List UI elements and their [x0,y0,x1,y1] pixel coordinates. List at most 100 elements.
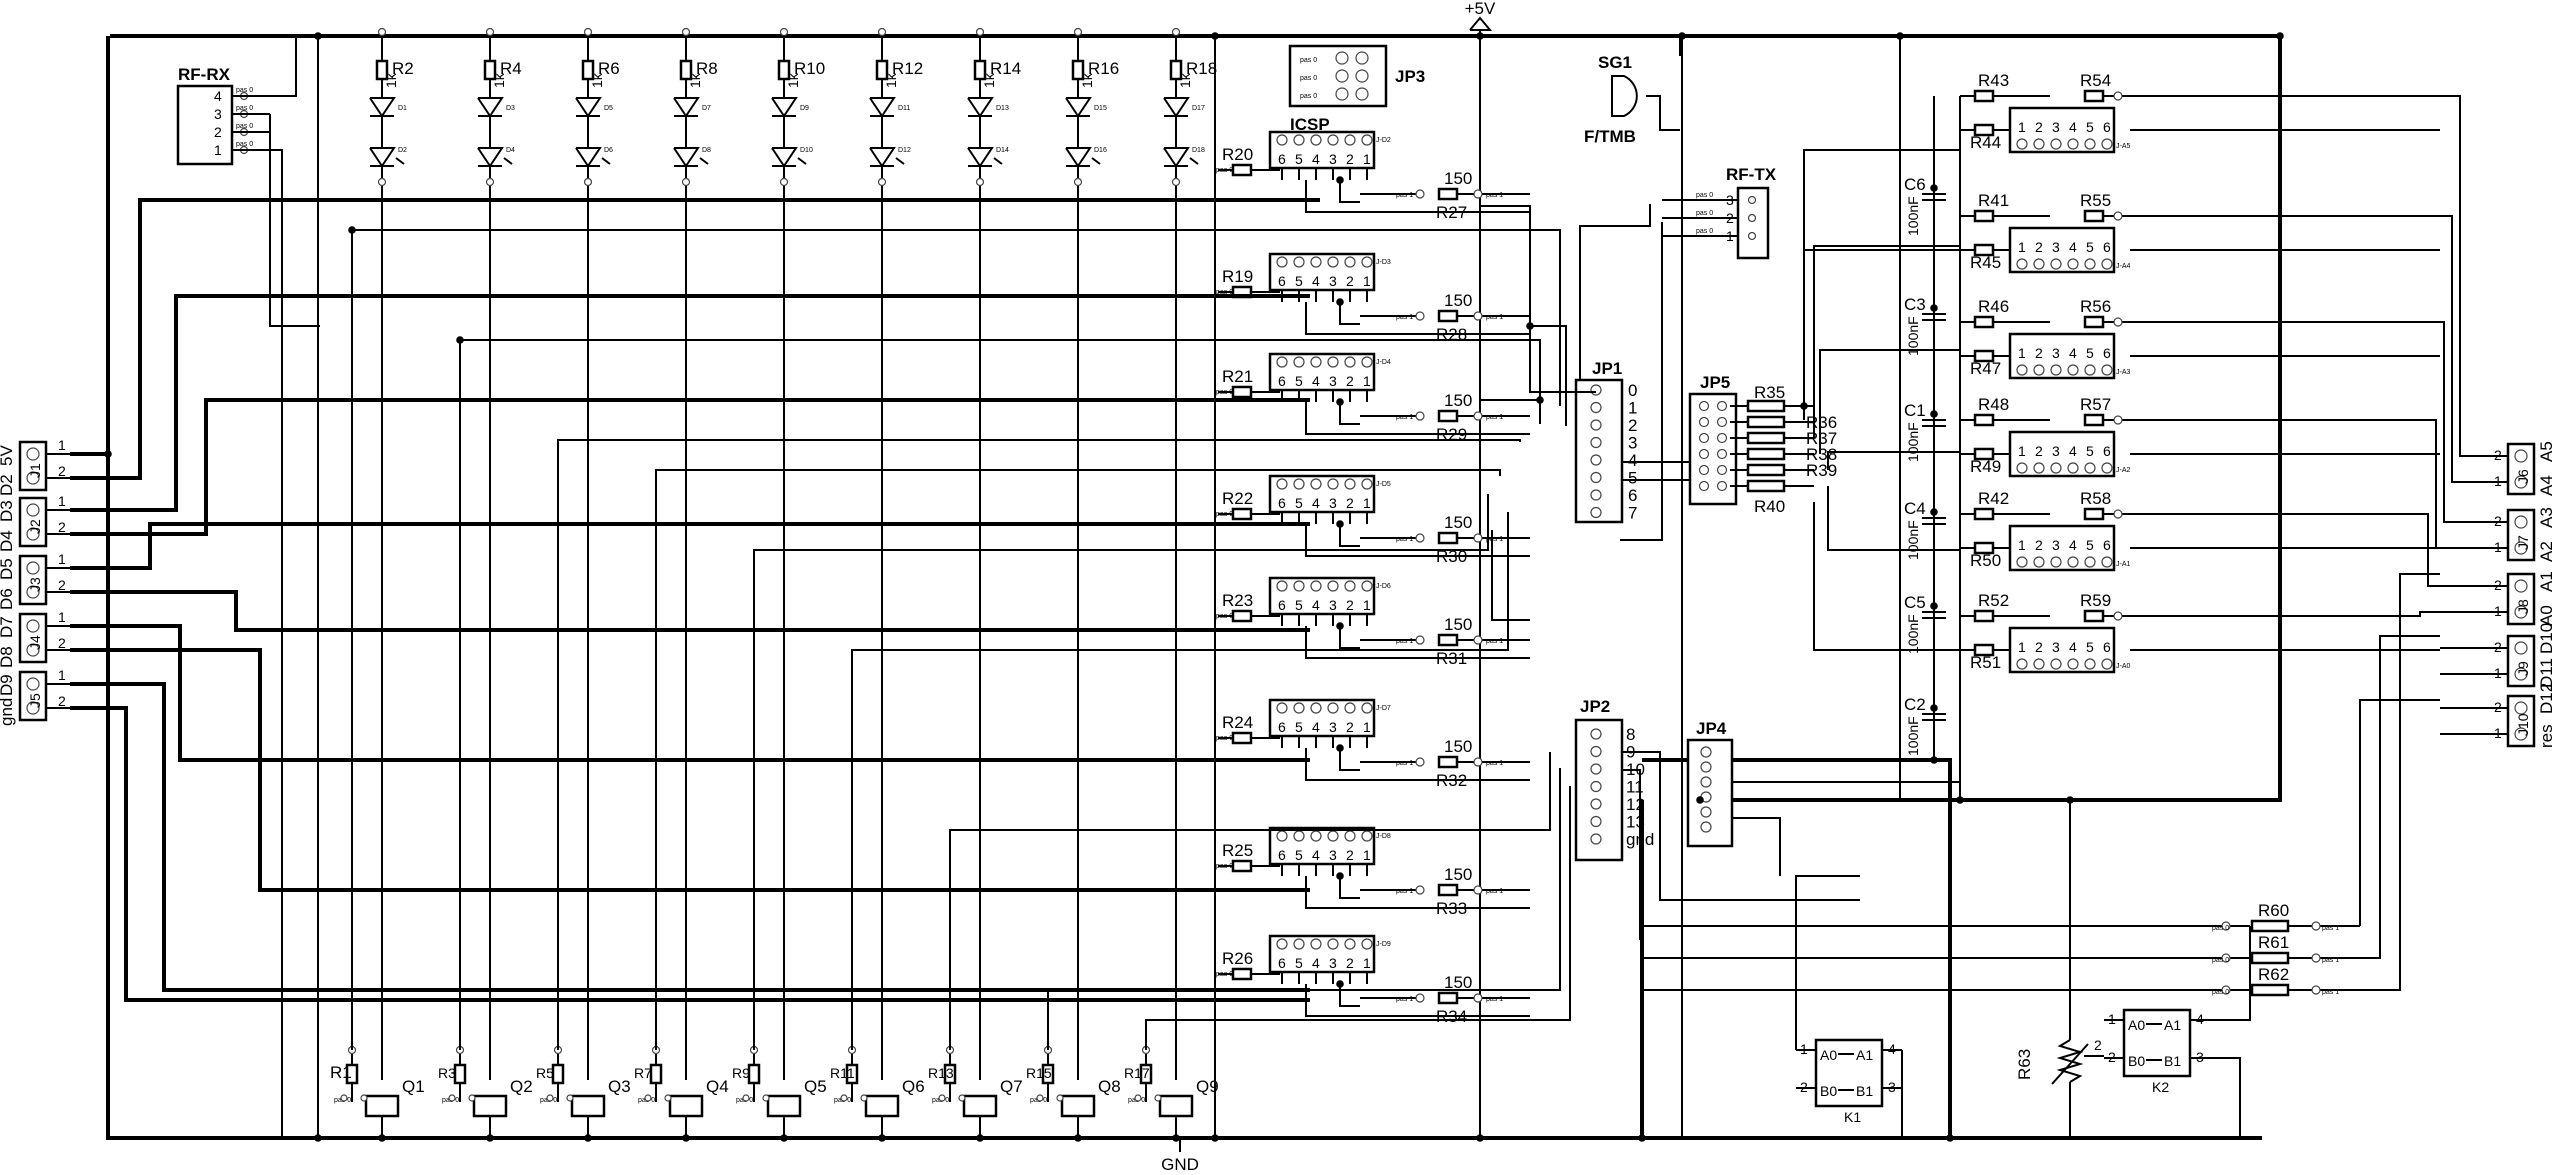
pad [1276,702,1288,714]
wire [1339,402,1360,425]
resistor-label: R49 [1970,457,2001,476]
jp2-pin-label: 12 [1626,795,1645,814]
pad [2221,921,2231,931]
diode-label: D8 [702,147,711,154]
wire [1795,875,1860,1050]
pad [1415,533,1425,543]
pad [2050,258,2062,270]
gate-resistor-label: R15 [1026,1065,1052,1081]
jp1-pin-label: 5 [1628,469,1637,488]
pad [1276,580,1288,592]
pad [2514,515,2528,529]
pad [360,1094,368,1102]
junction-dot [1336,622,1344,630]
pad [1415,635,1425,645]
resistor-label: R35 [1754,383,1785,402]
header-id: J-A4 [2116,263,2131,270]
jp3-label: JP3 [1395,67,1425,86]
header-pin-number: 6 [1278,955,1286,971]
pad [1590,454,1602,466]
pad [1590,815,1602,828]
resistor-label: R19 [1222,267,1253,286]
pad [1276,830,1288,842]
pad [2016,658,2028,670]
right-jack-top-label: A5 [2537,441,2556,462]
resistor-r59 [2083,609,2105,623]
pad [1335,51,1349,65]
pad [2050,658,2062,670]
resistor-label: R14 [990,59,1021,78]
right-jack-id: J9 [2515,661,2531,676]
transistor-label: Q7 [1000,1077,1023,1096]
resistor-r51 [1973,643,1995,657]
pad [1344,580,1356,592]
resistor-r28 [1437,309,1459,323]
header-pin-number: 6 [1278,373,1286,389]
pin-tag: pas 0 [1696,210,1713,217]
header-pin-number: 3 [2052,443,2060,459]
header-pin-number: 5 [2086,239,2094,255]
resistor-label: R10 [794,59,825,78]
resistor-value: 1k [383,72,399,88]
resistor-r31 [1437,633,1459,647]
resistor-r30 [1437,531,1459,545]
diode-label: D15 [1094,105,1107,112]
resistor-r36 [1746,415,1786,429]
gate-resistor-label: R9 [732,1065,750,1081]
junction-dot [1930,184,1938,192]
diode-label: D7 [702,105,711,112]
pad [26,447,40,461]
jp1-pin-label: 1 [1628,399,1637,418]
resistor-value: 150 [1444,865,1472,884]
header-id: J-D6 [1376,583,1391,590]
pad [1344,830,1356,842]
wire [1622,751,1860,901]
header-pin-number: 4 [2069,639,2077,655]
transistor-q2 [472,1094,508,1118]
wire [70,624,1310,762]
wire [1803,149,1960,420]
pad [26,527,40,541]
gate-resistor-label: R13 [928,1065,954,1081]
pad [1747,231,1757,241]
pad [1415,411,1425,421]
header-pin-number: 6 [1278,151,1286,167]
resistor-label: R16 [1088,59,1119,78]
pad [1700,761,1712,773]
wire [2130,419,2484,549]
right-jack-id: J8 [2515,599,2531,614]
pin-tag: pas 1 [2322,957,2339,964]
capacitor-label: C4 [1904,499,1926,518]
pin-tag: pas 1 [1486,996,1503,1003]
pin-tag: pas 0 [1216,511,1233,518]
resistor-value: 150 [1444,973,1472,992]
resistor-r12 [875,59,889,81]
header-pin-number: 2 [2035,537,2043,553]
header-pin-number: 6 [1278,719,1286,735]
resistor-r20 [1231,163,1253,177]
diode-label: D16 [1094,147,1107,154]
wire [601,157,611,165]
buzzer-label: SG1 [1598,53,1632,72]
junction-dot [878,1134,886,1142]
pad [1590,489,1602,501]
pad [1415,885,1425,895]
wire [269,114,320,327]
gate-resistor-label: R1 [330,1063,352,1082]
pin-number: 2 [58,519,66,535]
pad [1036,1094,1044,1102]
diode-label: D9 [800,105,809,112]
pad [742,1094,750,1102]
pad [1134,1094,1142,1102]
resistor-label: R42 [1978,489,2009,508]
pad [1700,746,1712,758]
wire [557,439,1521,1050]
pin-tag: pas 1 [1396,314,1413,321]
left-jack-group: J15VD212J2D3D412J3D5D612J4D7D812J5D9gnd1… [0,437,70,726]
pad [26,561,40,575]
